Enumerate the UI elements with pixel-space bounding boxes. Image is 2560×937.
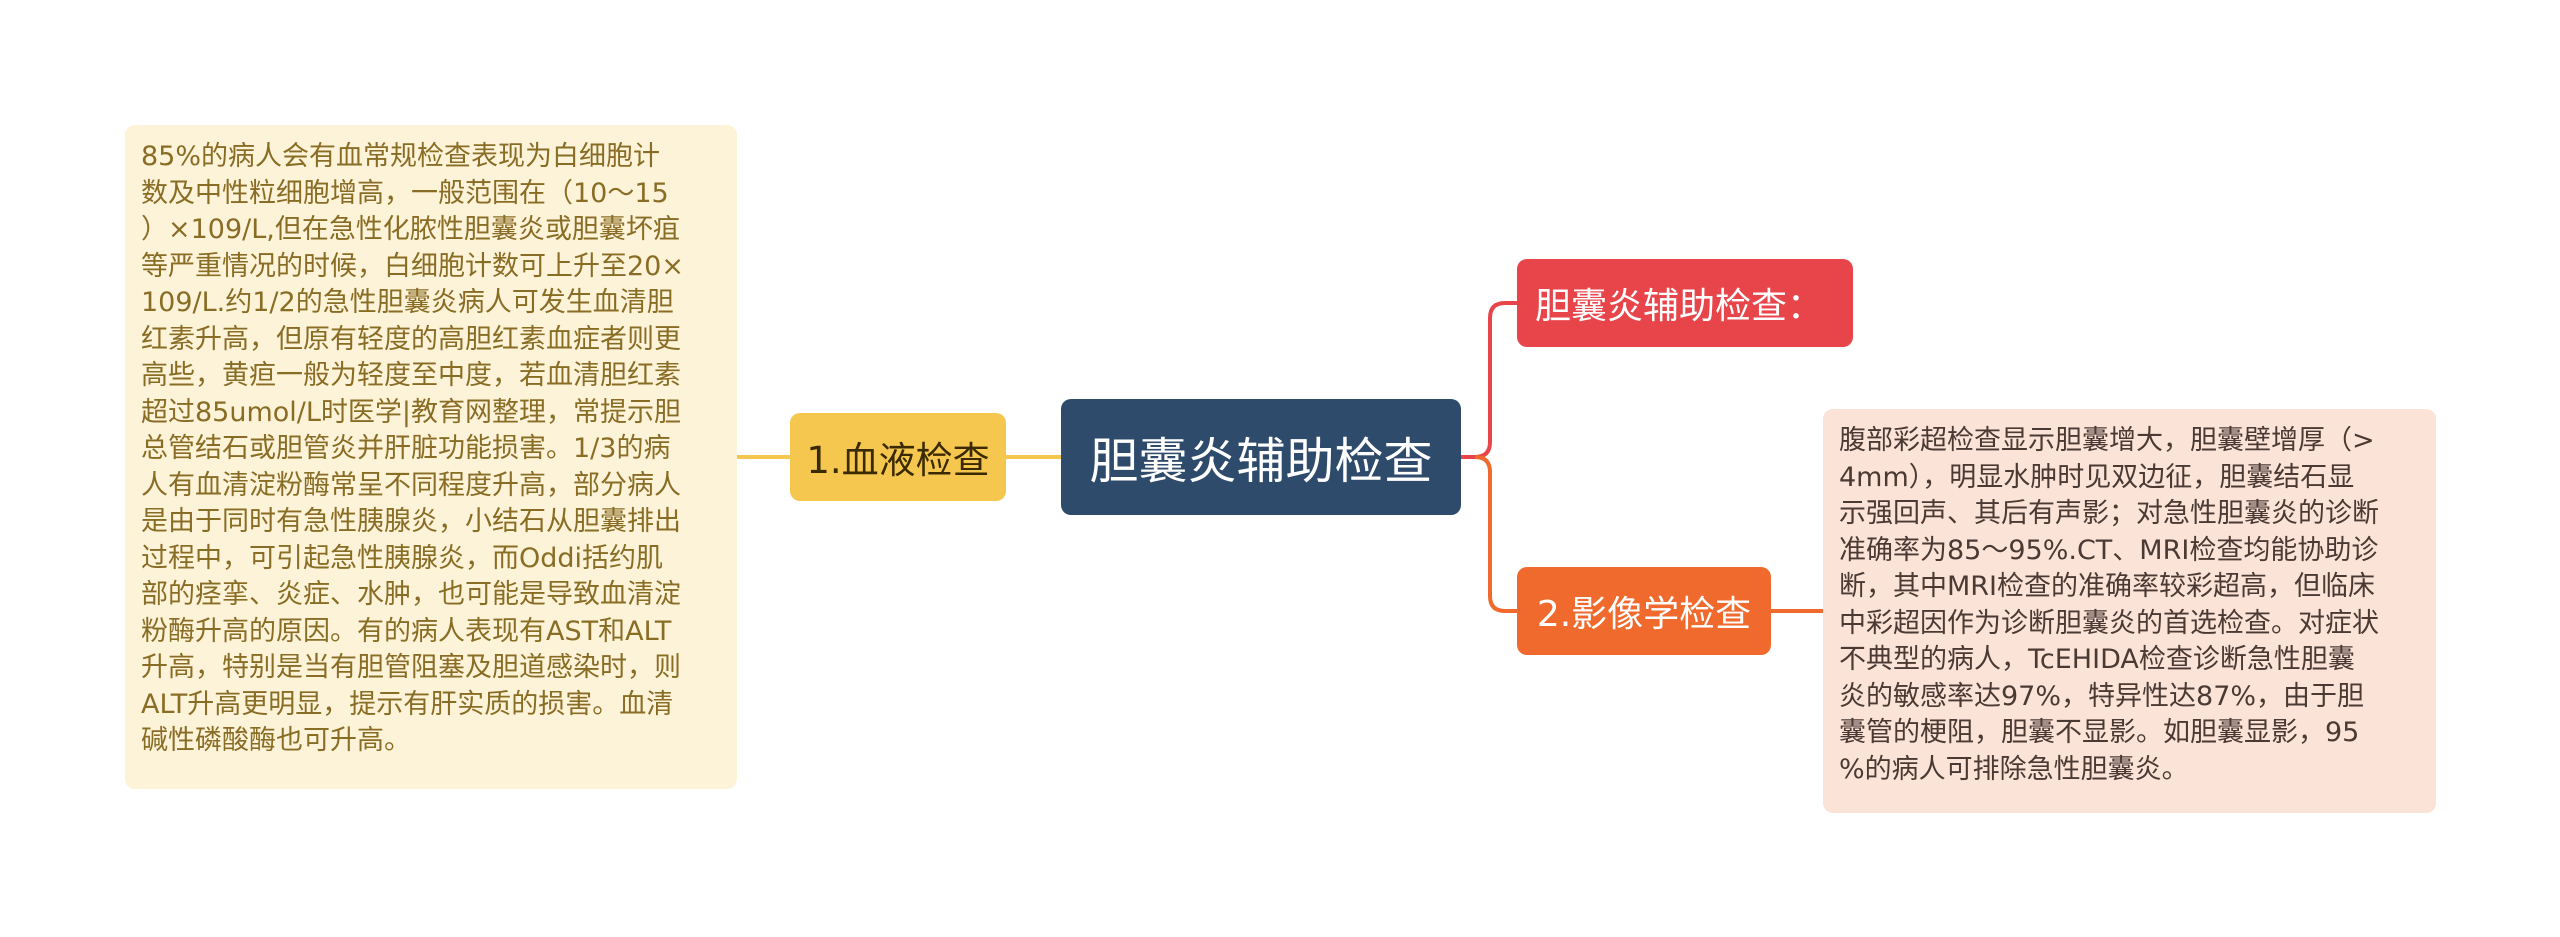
note-line: 断，其中MRI检查的准确率较彩超高，但临床	[1839, 571, 2376, 602]
note-line: %的病人可排除急性胆囊炎。	[1839, 753, 2189, 785]
note-line: 不典型的病人，TcEHIDA检查诊断急性胆囊	[1839, 644, 2355, 675]
note-line: 人有血清淀粉酶常呈不同程度升高，部分病人	[141, 469, 681, 501]
note-line: 升高，特别是当有胆管阻塞及胆道感染时，则	[141, 652, 681, 683]
note-line: 过程中，可引起急性胰腺炎，而Oddi括约肌	[141, 542, 664, 574]
note-line: ）×109/L,但在急性化脓性胆囊炎或胆囊坏疽	[141, 214, 680, 245]
blood-test-note: 85%的病人会有血常规检查表现为白细胞计数及中性粒细胞增高，一般范围在（10～1…	[125, 125, 737, 789]
note-line: 腹部彩超检查显示胆囊增大，胆囊壁增厚（>	[1839, 425, 2375, 456]
note-line: ALT升高更明显，提示有肝实质的损害。血清	[141, 688, 674, 720]
branch-title[interactable]: 胆囊炎辅助检查：	[1517, 259, 1853, 347]
note-line: 红素升高，但原有轻度的高胆红素血症者则更	[141, 323, 681, 355]
note-line: 是由于同时有急性胰腺炎，小结石从胆囊排出	[141, 506, 681, 537]
note-line: 4mm），明显水肿时见双边征，胆囊结石显	[1839, 461, 2355, 493]
central-topic[interactable]: 胆囊炎辅助检查	[1061, 399, 1461, 515]
note-line: 示强回声、其后有声影；对急性胆囊炎的诊断	[1839, 498, 2379, 529]
central-topic-label: 胆囊炎辅助检查	[1089, 432, 1433, 490]
note-line: 囊管的梗阻，胆囊不显影。如胆囊显影，95	[1839, 717, 2360, 748]
note-line: 部的痉挛、炎症、水肿，也可能是导致血清淀	[141, 579, 681, 610]
link-center-title	[1461, 301, 1517, 459]
imaging-test-note: 腹部彩超检查显示胆囊增大，胆囊壁增厚（> 4mm），明显水肿时见双边征，胆囊结石显…	[1823, 409, 2436, 813]
note-line: 中彩超因作为诊断胆囊炎的首选检查。对症状	[1839, 607, 2379, 639]
note-line: 炎的敏感率达97%，特异性达87%，由于胆	[1839, 680, 2365, 712]
branch-blood-test[interactable]: 1.血液检查	[790, 413, 1006, 501]
note-line: 准确率为85～95%.CT、MRI检查均能协助诊	[1839, 534, 2379, 566]
note-line: 数及中性粒细胞增高，一般范围在（10～15	[141, 177, 669, 209]
note-line: 高些，黄疸一般为轻度至中度，若血清胆红素	[141, 360, 681, 391]
note-line: 85%的病人会有血常规检查表现为白细胞计	[141, 141, 661, 172]
branch-title-label: 胆囊炎辅助检查：	[1535, 286, 1824, 327]
branch-blood-test-label: 1.血液检查	[806, 439, 990, 482]
branch-imaging-test-label: 2.影像学检查	[1536, 594, 1752, 635]
link-center-imaging	[1474, 455, 1517, 613]
note-line: 粉酶升高的原因。有的病人表现有AST和ALT	[141, 615, 672, 647]
note-line: 碱性磷酸酶也可升高。	[141, 725, 411, 756]
note-line: 109/L.约1/2的急性胆囊炎病人可发生血清胆	[141, 287, 674, 318]
note-line: 总管结石或胆管炎并肝脏功能损害。1/3的病	[141, 433, 671, 464]
branch-imaging-test[interactable]: 2.影像学检查	[1517, 567, 1771, 655]
note-line: 超过85umol/L时医学|教育网整理，常提示胆	[141, 396, 682, 428]
note-line: 等严重情况的时候，白细胞计数可上升至20×	[141, 250, 684, 282]
